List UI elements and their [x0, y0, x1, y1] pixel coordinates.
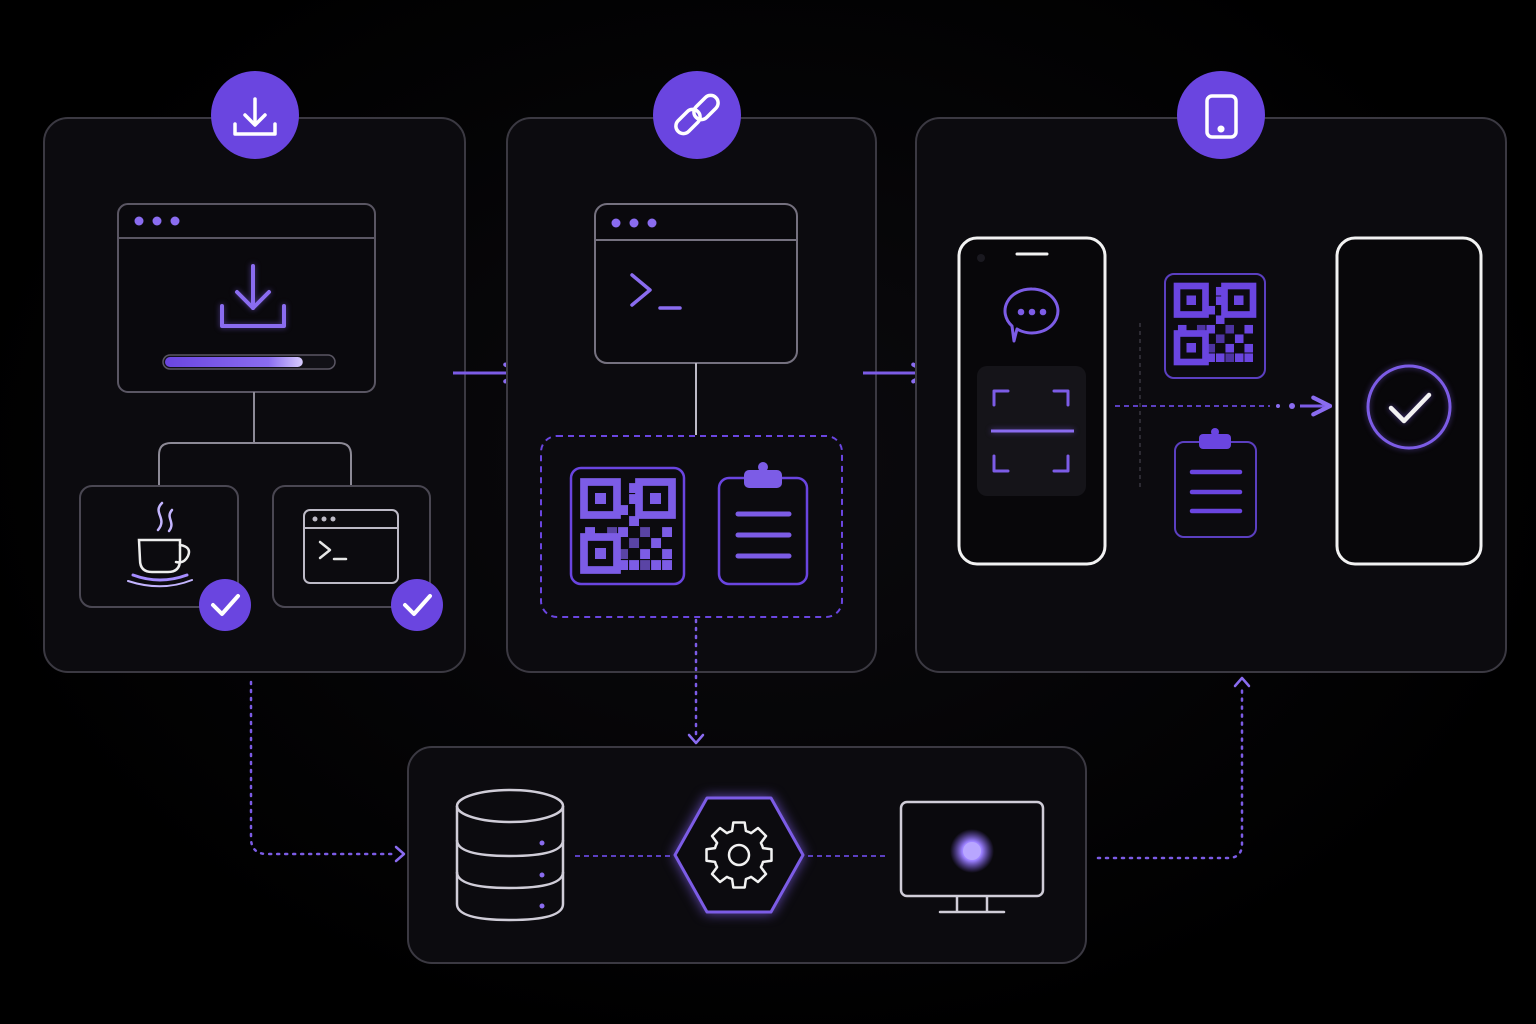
qr-code-icon — [1173, 282, 1257, 366]
flow-install-to-backend — [249, 680, 398, 856]
clipboard-icon — [735, 462, 792, 559]
download-icon — [233, 97, 277, 136]
flow-backend-to-mobile — [1096, 684, 1244, 860]
java-check-badge — [199, 579, 251, 631]
mobile-panel — [915, 71, 1507, 673]
terminal-icon — [303, 509, 399, 584]
connect-panel — [506, 71, 877, 673]
gear-outline — [705, 821, 773, 889]
qr-code-card — [569, 466, 686, 586]
smartphone-icon — [1205, 94, 1238, 139]
download-icon — [220, 264, 286, 328]
gear-hexagon-icon — [673, 796, 805, 914]
pairing-inputs — [1115, 273, 1333, 538]
java-prerequisite-card — [79, 485, 251, 631]
connect-stage-badge — [653, 71, 741, 159]
clipboard-card — [1174, 428, 1257, 538]
terminal-prompt-icon — [630, 273, 682, 310]
clipboard-card — [717, 462, 809, 586]
pairing-connector — [1115, 323, 1333, 490]
download-progress-bar — [162, 354, 336, 370]
dotted-flow-heads — [394, 676, 1251, 863]
terminal-window — [594, 203, 798, 364]
check-circle-icon — [1366, 364, 1452, 450]
connect-output-group — [540, 435, 843, 618]
link-icon — [674, 93, 720, 136]
dotted-flows — [249, 618, 1244, 860]
terminal-check-badge — [391, 579, 443, 631]
clipboard-icon — [1189, 428, 1243, 514]
install-tree-connector — [158, 392, 352, 485]
qr-code-icon — [580, 478, 676, 574]
qr-code-card — [1164, 273, 1266, 379]
backend-panel — [407, 746, 1087, 964]
scan-frame-icon — [977, 366, 1086, 496]
chat-bubble-icon — [1003, 287, 1060, 343]
database-icon — [455, 788, 565, 922]
download-window — [117, 203, 376, 393]
install-stage-badge — [211, 71, 299, 159]
mobile-stage-badge — [1177, 71, 1265, 159]
terminal-prerequisite-card — [272, 485, 443, 631]
java-cup-icon — [127, 501, 193, 588]
paired-phone — [1335, 236, 1483, 566]
monitor-icon — [899, 800, 1045, 914]
scanner-phone — [957, 236, 1107, 566]
install-panel — [43, 71, 466, 673]
